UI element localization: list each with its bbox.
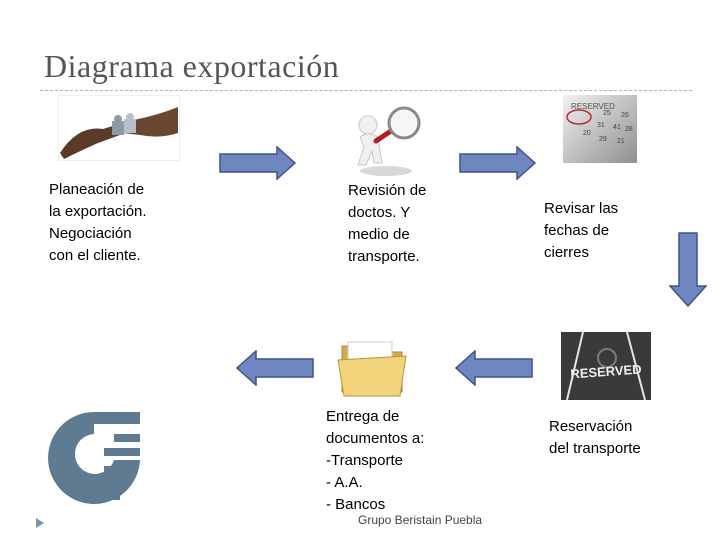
step-reservacion-text: Reservación del transporte (549, 418, 641, 457)
handshake-puzzle-icon (58, 95, 180, 161)
footer-bullet-icon (36, 518, 44, 528)
folder-icon (337, 341, 407, 397)
page-title: Diagrama exportación (44, 48, 340, 84)
title-divider (40, 90, 692, 91)
svg-text:20: 20 (583, 130, 591, 137)
step-planeacion-text: Planeación de la exportación. Negociació… (49, 181, 147, 264)
company-logo (22, 404, 168, 508)
svg-text:25: 25 (603, 110, 611, 117)
magnifier-person-icon (357, 106, 421, 176)
footer-text: Grupo Beristain Puebla (358, 513, 483, 527)
arrow-left-1 (455, 350, 533, 386)
arrow-right-1 (219, 146, 297, 180)
svg-text:26: 26 (621, 112, 629, 119)
step-revision-text: Revisión de doctos. Y medio de transport… (348, 182, 427, 265)
step-revisar-fechas-text: Revisar las fechas de cierres (544, 200, 619, 261)
step-entrega-text: Entrega de documentos a: -Transporte - A… (326, 408, 425, 513)
calendar-icon: RESERVED 25 26 31 41 28 20 29 21 (563, 95, 637, 163)
svg-text:41: 41 (613, 124, 621, 131)
svg-text:21: 21 (617, 138, 625, 145)
svg-text:31: 31 (597, 122, 605, 129)
arrow-down (669, 232, 707, 308)
reserved-sign-text: RESERVED (570, 362, 642, 382)
reserved-road-icon: RESERVED (561, 332, 651, 400)
svg-text:28: 28 (625, 126, 633, 133)
arrow-left-2 (236, 350, 314, 386)
svg-text:29: 29 (599, 136, 607, 143)
svg-text:RESERVED: RESERVED (571, 102, 615, 111)
arrow-right-2 (459, 146, 537, 180)
